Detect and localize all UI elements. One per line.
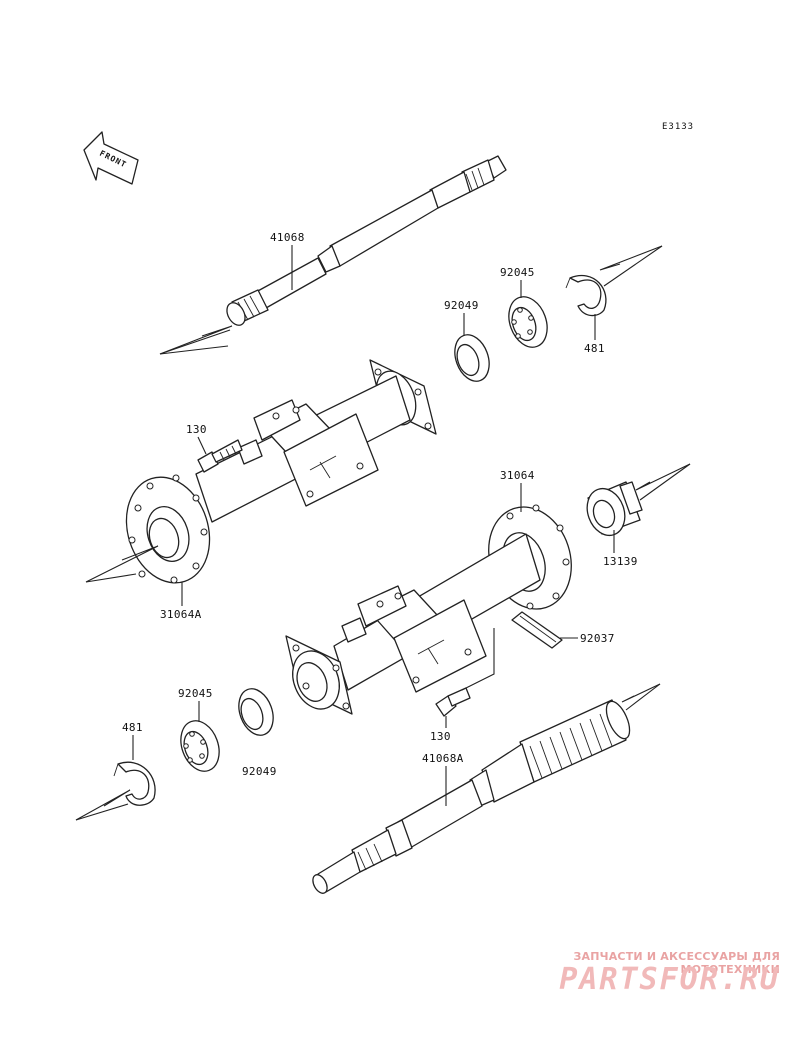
front-arrow-icon: FRONT [83,131,139,185]
oil-seal-92049-bottom[interactable] [233,684,279,740]
key-92037[interactable] [511,611,563,649]
label-92049-top: 92049 [444,299,479,312]
label-130-bottom: 130 [430,730,451,743]
label-92037: 92037 [580,632,615,645]
bolt-130-bottom[interactable] [435,687,471,717]
label-31064A: 31064A [160,608,202,621]
drive-shaft-41068A[interactable] [310,698,634,896]
bearing-92045-top[interactable] [502,291,554,352]
label-130-top: 130 [186,423,207,436]
label-41068: 41068 [270,231,305,244]
axle-housing-31064[interactable] [284,496,584,716]
circlip-481-top[interactable] [565,275,607,317]
label-13139: 13139 [603,555,638,568]
oil-seal-92049-top[interactable] [449,330,495,386]
label-92045-bottom: 92045 [178,687,213,700]
bushing-13139[interactable] [581,481,643,541]
bearing-92045-bottom[interactable] [174,715,226,776]
bolt-130-top[interactable] [197,439,243,473]
diagram-code: E3133 [662,122,694,132]
circlip-481-bottom[interactable] [113,761,156,806]
label-481-bottom: 481 [122,721,143,734]
label-41068A: 41068A [422,752,464,765]
drive-shaft-41068[interactable] [223,155,507,328]
label-92045-top: 92045 [500,266,535,279]
watermark-tagline: ЗАПЧАСТИ И АКСЕССУАРЫ ДЛЯ МОТОТЕХНИКИ [573,950,780,976]
axle-housing-31064A[interactable] [113,359,437,594]
label-31064: 31064 [500,469,535,482]
label-481-top: 481 [584,342,605,355]
watermark-logo: PARTSFOR.RU [559,962,780,997]
label-92049-bottom: 92049 [242,765,277,778]
